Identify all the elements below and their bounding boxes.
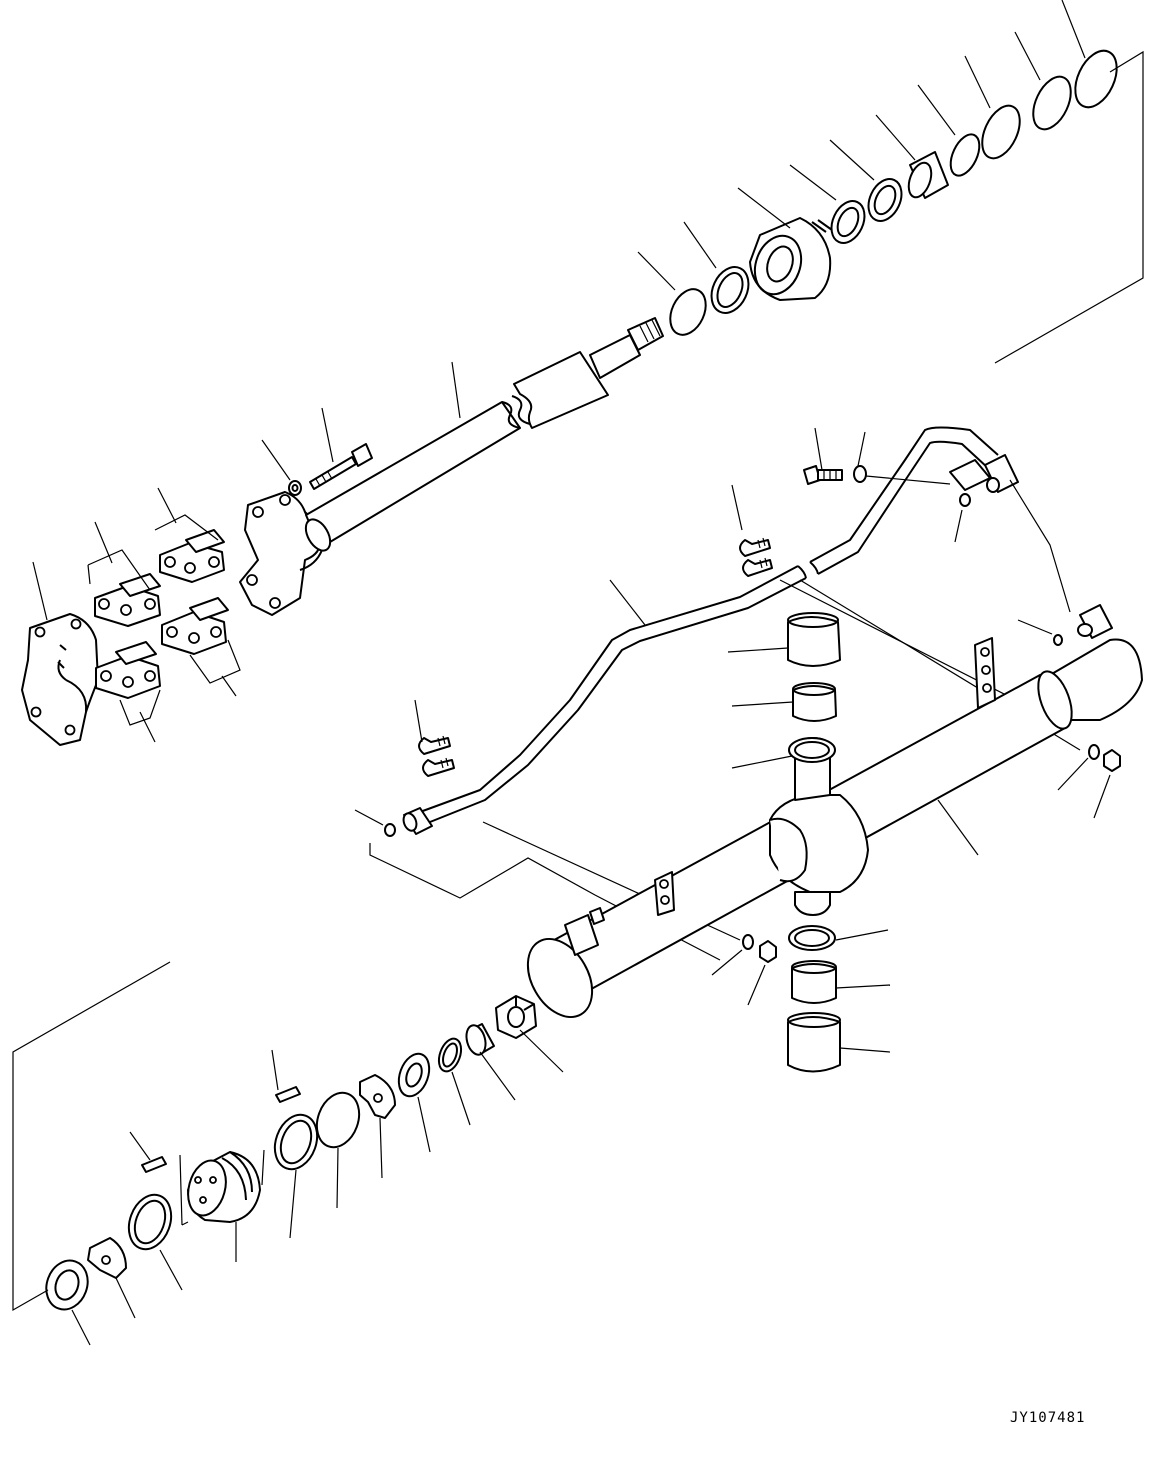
leader-lines-middle xyxy=(355,428,1110,1052)
flange-bolt[interactable] xyxy=(310,457,356,489)
clamp-plate-set-4[interactable] xyxy=(162,598,228,654)
spring-pin[interactable] xyxy=(276,1087,300,1102)
rod-eye-flange[interactable] xyxy=(240,492,320,615)
washer[interactable] xyxy=(743,935,753,949)
dust-seal[interactable] xyxy=(704,261,755,319)
piston-seal-ring[interactable] xyxy=(310,1087,367,1153)
trunnion-bushings xyxy=(788,613,840,1072)
o-ring-small[interactable] xyxy=(960,494,970,506)
rod-packing[interactable] xyxy=(825,196,871,249)
leader-lines-bottom xyxy=(72,1030,563,1345)
o-ring-small[interactable] xyxy=(1054,635,1062,645)
backup-ring[interactable] xyxy=(945,130,985,180)
spring-pin[interactable] xyxy=(142,1157,166,1172)
piston-ring[interactable] xyxy=(122,1189,179,1255)
rod-thread-end xyxy=(628,318,663,350)
cylinder-rod-assembly xyxy=(240,318,663,615)
split-flange[interactable] xyxy=(22,614,98,745)
piston-wear-ring[interactable] xyxy=(435,1036,465,1075)
end-washer[interactable] xyxy=(40,1255,95,1316)
clamp-assembly xyxy=(22,488,240,745)
trunnion-cap-upper[interactable] xyxy=(788,617,840,666)
leader-lines-top xyxy=(33,0,1085,620)
rod-seal-kit xyxy=(663,44,1125,340)
hydraulic-tube-left[interactable] xyxy=(420,566,806,824)
o-ring[interactable] xyxy=(1026,71,1079,135)
backup-ring[interactable] xyxy=(1067,44,1125,114)
o-ring-small[interactable] xyxy=(385,824,395,836)
u-bolt-lower[interactable] xyxy=(419,736,454,776)
piston-assembly xyxy=(40,996,536,1315)
nut[interactable] xyxy=(760,941,776,962)
nut[interactable] xyxy=(1104,750,1120,771)
group-bracket xyxy=(995,52,1143,363)
u-bolt-upper[interactable] xyxy=(740,538,772,576)
drawing-reference-code: JY107481 xyxy=(1010,1410,1086,1426)
cylinder-tube-bottom-end xyxy=(515,928,605,1029)
trunnion-bushing-upper[interactable] xyxy=(793,686,836,721)
washer[interactable] xyxy=(854,466,866,482)
tube-port[interactable] xyxy=(565,915,598,955)
o-ring[interactable] xyxy=(975,100,1028,164)
clamp-plate-set-1[interactable] xyxy=(95,574,160,626)
clamp-plate-set-2[interactable] xyxy=(160,530,224,582)
flange-washer[interactable] xyxy=(289,481,301,495)
piston-seal[interactable] xyxy=(268,1109,325,1175)
tube-clamp-bracket-lower[interactable] xyxy=(655,872,674,915)
piston-washer[interactable] xyxy=(393,1050,434,1101)
snap-ring[interactable] xyxy=(663,283,712,340)
buffer-ring[interactable] xyxy=(862,174,908,227)
hydraulic-tube-right[interactable] xyxy=(810,428,998,575)
clamp-plate-set-3[interactable] xyxy=(96,642,160,698)
trunnion-bushing-lower[interactable] xyxy=(792,964,836,1003)
group-bracket xyxy=(13,962,170,1310)
washer[interactable] xyxy=(1089,745,1099,759)
trunnion-cap-lower[interactable] xyxy=(788,1017,840,1072)
